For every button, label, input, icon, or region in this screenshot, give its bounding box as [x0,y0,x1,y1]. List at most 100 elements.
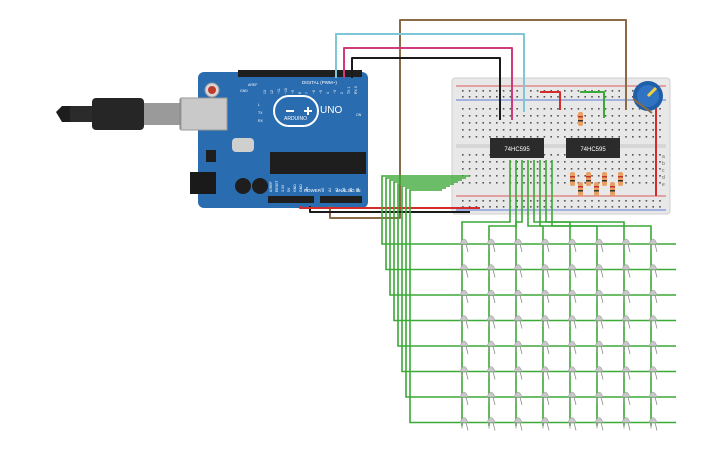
l-label: L [258,103,260,107]
resistor-0 [578,112,583,126]
digital-pin-label-1: 12 [270,90,274,94]
column-wire-0 [461,160,511,230]
column-wire-3 [527,160,544,230]
led [513,264,523,278]
resistor-6 [594,182,599,196]
row-wire-4 [397,183,676,347]
led [540,289,550,304]
resistor-7 [610,182,615,196]
breadboard-row-letter: c [662,168,665,174]
wire-red-5v [299,206,480,209]
led [594,315,604,329]
led [648,315,658,329]
resistor-3 [602,172,607,186]
arduino-model: UNO [320,105,342,116]
led [594,391,604,406]
led [567,391,577,406]
chip-label-2: 74HC595 [580,147,606,153]
led [648,238,658,253]
led [513,315,523,329]
led [594,264,604,278]
column-wire-1 [488,160,517,230]
led [621,238,631,253]
led [486,238,496,253]
row-wire-3 [393,181,676,322]
on-label: ON [356,113,362,117]
digital-pin-label-2: ~11 [277,88,281,94]
led [513,391,523,406]
led [621,366,631,380]
digital-pin-label-9: 4 [326,92,330,94]
breadboard-row-letter: e [662,182,665,188]
led [486,289,496,304]
led [459,289,469,304]
digital-pin-label-11: 2 [340,92,344,94]
led [567,315,577,329]
analog-pin-label-4: A4 [349,188,353,192]
row-wire-6 [405,187,676,398]
led [486,366,496,380]
led [648,366,658,380]
digital-pin-label-4: ~9 [291,90,295,94]
led [594,366,604,380]
led [567,264,577,278]
capacitor-1 [235,178,251,194]
row-wire-2 [389,179,676,296]
led [459,366,469,380]
wire-black-top [351,57,501,120]
led [459,340,469,355]
digital-label: DIGITAL (PWM~) [302,80,337,85]
tx-label: TX [258,111,263,115]
power-pin-label-0: IOREF [269,181,273,192]
led [459,264,469,278]
breadboard-row-letter: b [662,161,665,167]
breadboard-row-letter: a [662,154,665,160]
led [540,315,550,329]
led [486,340,496,355]
power-pin-label-2: 3.3V [281,184,285,192]
led-matrix [459,238,658,431]
resistor-2 [586,172,591,186]
atmega-chip [270,152,366,174]
digital-header [238,70,362,77]
digital-pin-label-3: ~10 [284,88,288,94]
led [567,238,577,253]
arduino-logo-text: ARDUINO [284,116,307,122]
power-header [268,196,314,203]
analog-pin-label-0: A0 [321,188,325,192]
matrix-wires [381,160,676,426]
digital-pin-label-12: TX 1 [347,87,351,94]
potentiometer [632,81,663,114]
led [567,340,577,355]
led [486,315,496,329]
led [459,315,469,329]
power-pin-label-6: Vin [305,187,309,192]
power-jack [190,172,216,194]
led [513,238,523,253]
digital-pin-label-5: 8 [298,92,302,94]
led [648,340,658,355]
power-pin-label-4: GND [293,184,297,192]
led [540,417,550,431]
led [567,417,577,431]
power-pin-label-3: 5V [287,187,291,192]
led [648,264,658,278]
resistor-5 [578,182,583,196]
led [594,238,604,253]
analog-pin-label-1: A1 [328,188,332,192]
resistor-array [570,112,623,196]
shift-register-1: 74HC595 [490,138,544,158]
power-pin-label-1: RESET [275,179,279,192]
column-wire-7 [551,160,652,230]
led [621,417,631,431]
power-label: POWER [304,188,322,193]
resistor-4 [618,172,623,186]
analog-pin-label-5: A5 [356,188,360,192]
analog-pin-label-3: A3 [342,188,346,192]
digital-pin-label-0: 13 [263,90,267,94]
digital-pin-label-8: ~5 [319,90,323,94]
